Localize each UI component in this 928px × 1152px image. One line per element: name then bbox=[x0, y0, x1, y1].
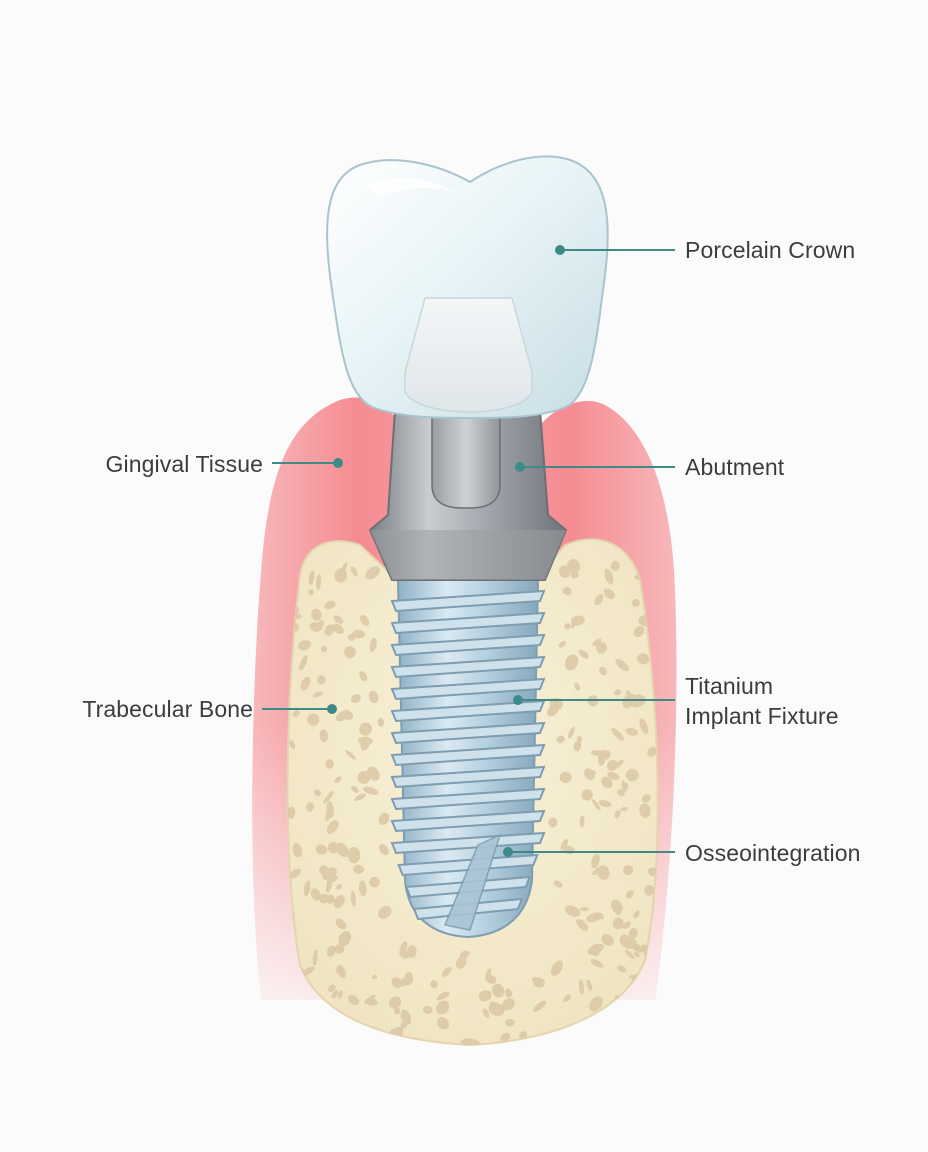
leader-lines bbox=[262, 245, 675, 857]
label-trabecular-bone: Trabecular Bone bbox=[82, 696, 253, 722]
leader-dot-abutment bbox=[515, 462, 525, 472]
label-osseointegration: Osseointegration bbox=[685, 840, 861, 866]
leader-dot-osseo bbox=[503, 847, 513, 857]
label-implant-fixture: Implant Fixture bbox=[685, 703, 839, 729]
label-gingival-tissue: Gingival Tissue bbox=[105, 451, 263, 477]
leader-dot-bone bbox=[327, 704, 337, 714]
leader-dot-titanium bbox=[513, 695, 523, 705]
leader-dot-crown bbox=[555, 245, 565, 255]
label-titanium: Titanium bbox=[685, 673, 774, 699]
bone-pores bbox=[287, 556, 658, 1045]
leader-dot-gingiva bbox=[333, 458, 343, 468]
implant-fixture-shape bbox=[390, 579, 546, 939]
label-abutment: Abutment bbox=[685, 454, 785, 480]
crown-shape bbox=[326, 155, 609, 419]
implant-threads bbox=[390, 589, 546, 921]
abutment-shape bbox=[368, 409, 568, 581]
label-porcelain-crown: Porcelain Crown bbox=[685, 237, 856, 263]
